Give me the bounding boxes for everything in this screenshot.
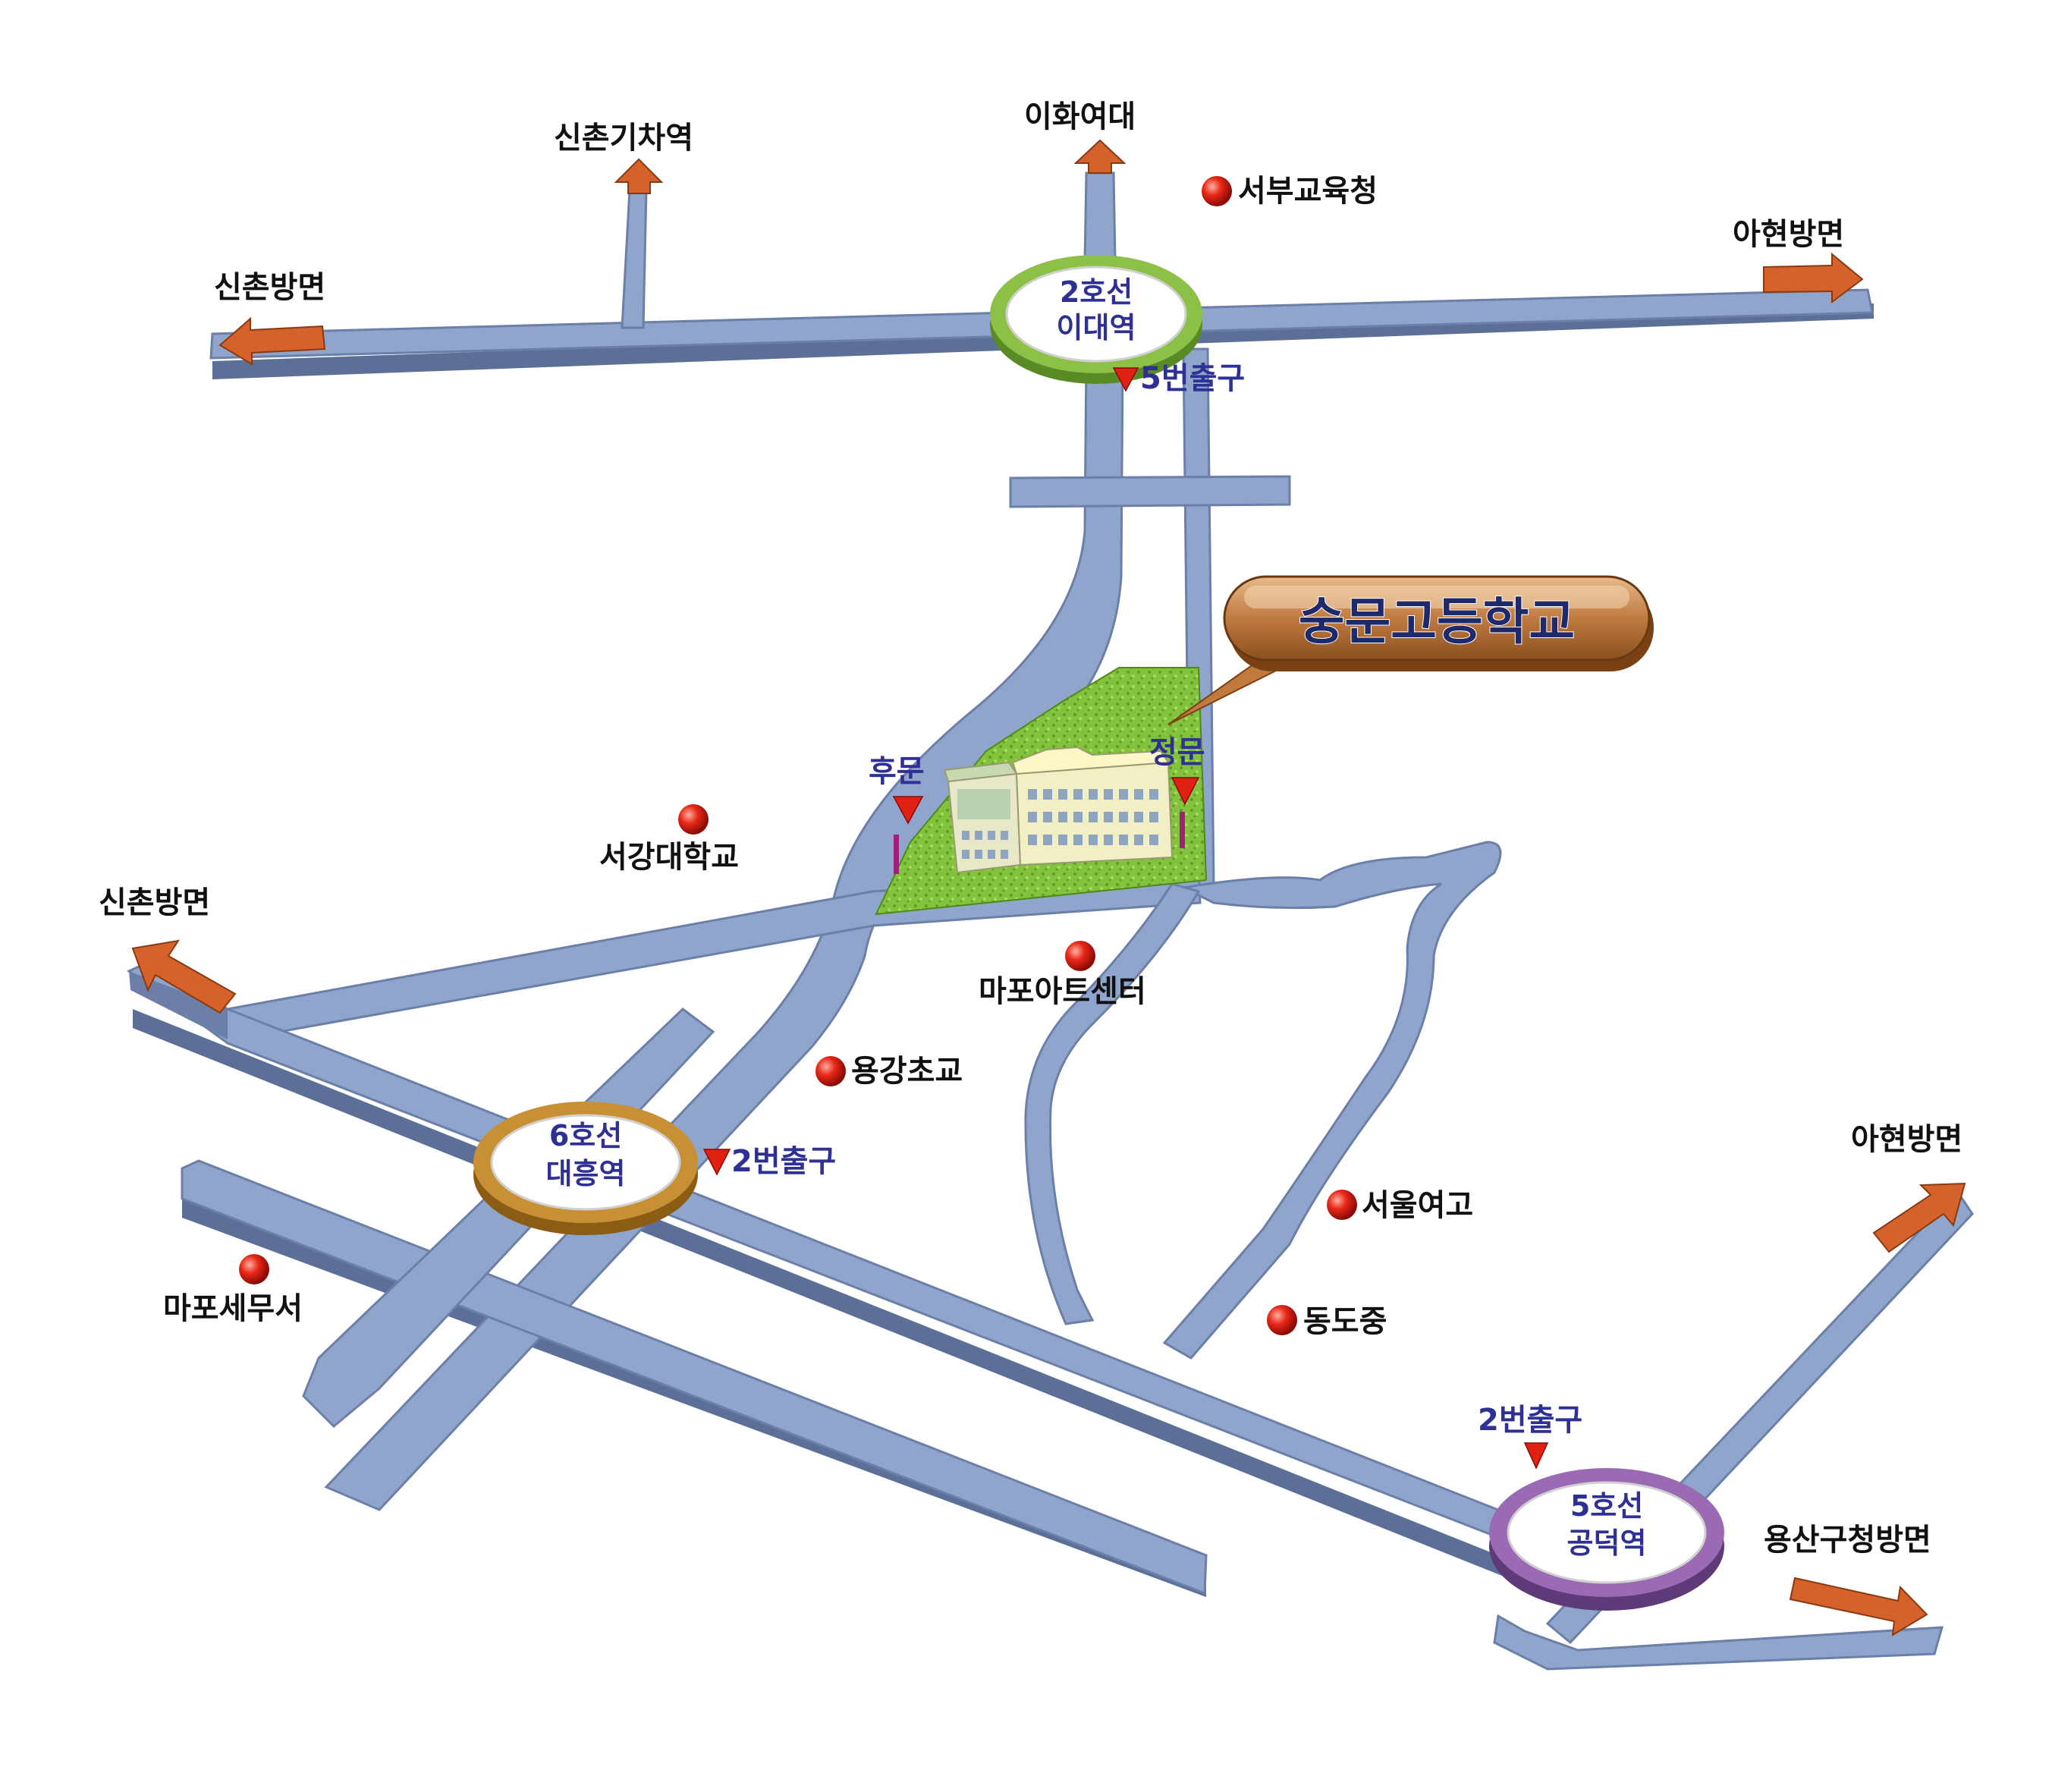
line6-exit-label: 2번출구 <box>731 1144 836 1179</box>
landmark-marker-icon <box>239 1254 269 1284</box>
back-gate-label: 후문 <box>869 754 925 789</box>
landmark-marker-icon <box>678 804 709 835</box>
school-building-icon <box>943 746 1174 874</box>
label-seobu: 서부교육청 <box>1238 174 1378 209</box>
label-sogang: 서강대학교 <box>599 840 739 875</box>
landmark-marker-icon <box>1065 941 1095 971</box>
label-ahyeon-right: 아현방면 <box>1851 1122 1962 1157</box>
label-yongsan: 용산구청방면 <box>1764 1523 1931 1558</box>
school-name: 숭문고등학교 <box>1299 593 1575 651</box>
arrow-left-icon <box>218 316 326 366</box>
school-grounds <box>875 667 1208 916</box>
label-sinchon-left: 신촌방면 <box>99 885 210 920</box>
label-ewha: 이화여대 <box>1024 99 1136 134</box>
road-ewha <box>1083 171 1117 263</box>
station-line5-line: 5호선 <box>1570 1489 1643 1523</box>
main-gate-post <box>1180 812 1185 848</box>
station-line6-name: 대흥역 <box>546 1157 626 1190</box>
road-cross-short <box>1009 475 1291 508</box>
station-line6: 6호선 대흥역 <box>473 1102 698 1235</box>
label-sinchon-top: 신촌방면 <box>214 270 325 305</box>
line2-exit-label: 5번출구 <box>1140 361 1245 396</box>
arrow-up-right-icon <box>1872 1182 1966 1253</box>
place-labels: 신촌방면 신촌기차역 이화여대 서부교육청 아현방면 서강대학교 신촌방면 마포… <box>99 99 1962 1558</box>
exit-triangle-icon <box>702 1149 731 1176</box>
gate-triangle-icon <box>892 796 924 825</box>
exit-triangle-icon <box>1523 1442 1549 1470</box>
exit-triangle-icon <box>1112 367 1139 392</box>
landmark-marker-icon <box>1202 176 1232 206</box>
landmark-marker-icon <box>815 1056 846 1086</box>
direction-arrows <box>131 139 1966 1636</box>
label-yonggang: 용강초교 <box>851 1054 963 1089</box>
label-sinchon-station: 신촌기차역 <box>554 121 693 156</box>
station-line2: 2호선 이대역 <box>990 255 1202 384</box>
line5-exit-label: 2번출구 <box>1478 1403 1582 1438</box>
arrow-up-icon <box>614 158 664 194</box>
road-school-east <box>1162 841 1502 1360</box>
road-middle-curve <box>1024 882 1201 1325</box>
school-callout: 숭문고등학교 <box>1167 575 1654 725</box>
back-gate-post <box>894 835 899 874</box>
label-mapo-art: 마포아트센터 <box>979 974 1146 1009</box>
station-line6-line: 6호선 <box>549 1119 622 1152</box>
station-line5-name: 공덕역 <box>1567 1526 1647 1560</box>
landmark-marker-icon <box>1327 1190 1357 1220</box>
arrow-right-icon <box>1763 252 1864 303</box>
station-line5: 5호선 공덕역 <box>1489 1468 1724 1611</box>
arrow-down-right-icon <box>1789 1577 1928 1636</box>
label-mapo-tax: 마포세무서 <box>163 1291 303 1326</box>
main-gate-label: 정문 <box>1149 735 1205 770</box>
road-sinchon-station <box>621 188 648 329</box>
exit-markers <box>702 367 1549 1470</box>
landmark-marker-icon <box>1267 1305 1297 1335</box>
road-network <box>127 171 1974 1671</box>
landmark-markers <box>239 176 1357 1335</box>
road-gongdeok-sw <box>1493 1614 1944 1671</box>
gate-triangle-icon <box>1171 777 1200 806</box>
arrow-up-icon <box>1073 139 1127 174</box>
label-dongdo: 동도중 <box>1303 1304 1387 1339</box>
label-ahyeon-top: 아현방면 <box>1733 217 1844 252</box>
arrow-up-left-icon <box>131 939 237 1014</box>
station-line2-name: 이대역 <box>1057 311 1136 344</box>
label-seoul-girls: 서울여고 <box>1362 1188 1473 1223</box>
station-line2-line: 2호선 <box>1060 275 1133 309</box>
